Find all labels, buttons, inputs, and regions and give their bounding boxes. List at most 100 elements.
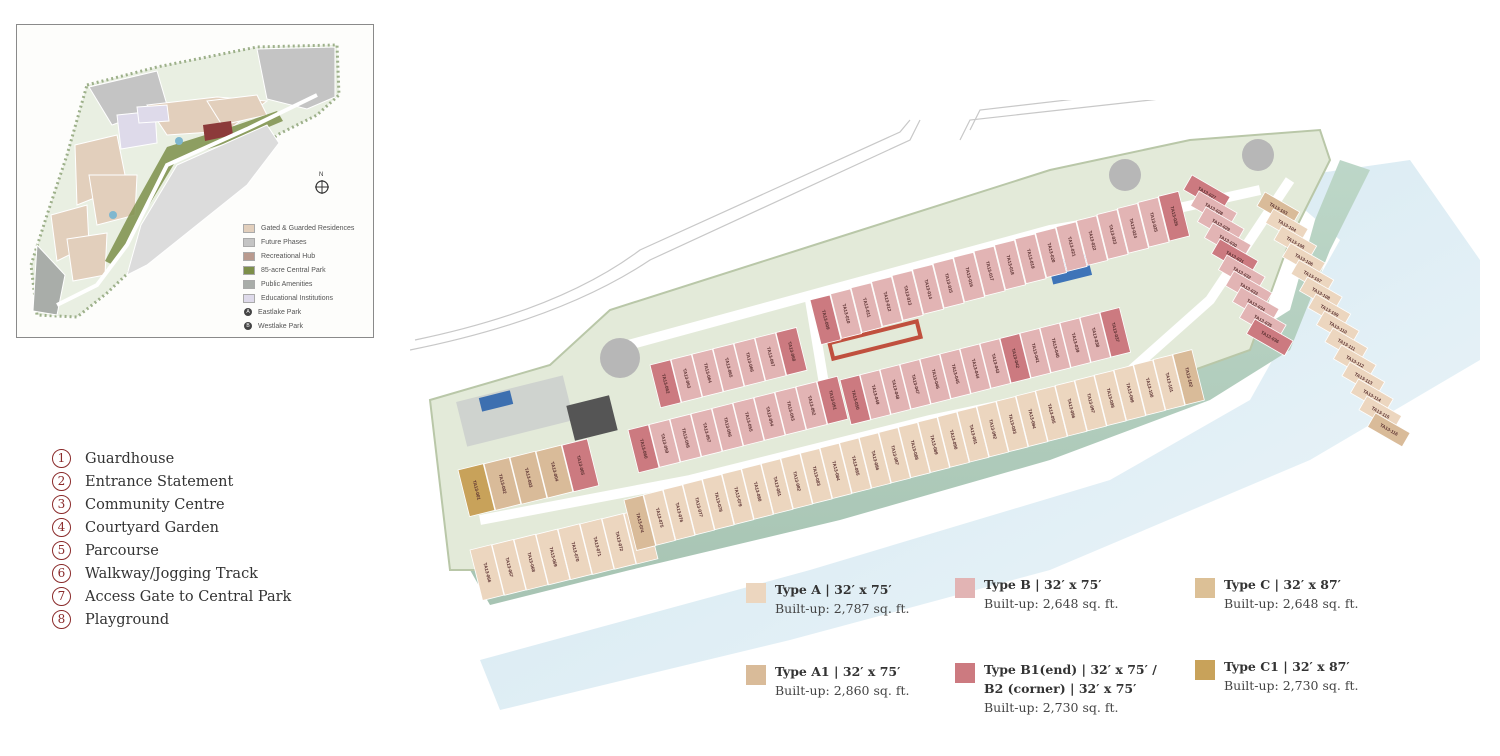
lot-label: TA13-059 <box>660 433 670 454</box>
inset-lake <box>175 137 183 145</box>
legend-swatch <box>243 251 255 261</box>
lot-014: TA13-014 <box>912 264 945 315</box>
lot-label: TA13-017 <box>985 261 995 282</box>
lot-label: TA13-089 <box>929 434 939 455</box>
lot-label: TA13-095 <box>1047 403 1057 424</box>
poi-number-badge: 2 <box>52 472 71 491</box>
lot-060: TA13-060 <box>627 424 660 474</box>
lot-021: TA13-021 <box>1055 221 1088 272</box>
lot-label: TA13-041 <box>1031 343 1041 364</box>
lot-022: TA13-022 <box>1076 215 1109 266</box>
legend-swatch <box>243 279 255 289</box>
lake-water <box>480 160 1480 710</box>
lot-label: TA13-102 <box>1184 367 1194 388</box>
lot-plot <box>491 538 527 596</box>
poi-number-badge: 5 <box>52 541 71 560</box>
lot-label: TA13-090 <box>949 429 959 450</box>
lot-label: TA13-067 <box>766 346 776 367</box>
outer-road-line <box>410 119 921 351</box>
roundabout <box>600 338 640 378</box>
lot-095: TA13-095 <box>1035 385 1068 442</box>
lot-plot <box>1019 327 1052 379</box>
jogging-track <box>826 318 924 362</box>
unit-type-builtup: Built-up: 2,730 sq. ft. <box>1224 678 1359 693</box>
lot-label: TA13-080 <box>753 481 763 502</box>
inset-main-road <box>56 93 318 307</box>
lot-label: TA13-094 <box>1027 408 1037 429</box>
lot-067: TA13-067 <box>754 332 787 382</box>
lot-label: TA13-072 <box>614 531 624 552</box>
lot-plot <box>601 512 637 570</box>
lot-077: TA13-077 <box>682 479 715 536</box>
lot-label: TA13-085 <box>851 455 861 476</box>
roundabout <box>1109 159 1141 191</box>
poi-label: Parcourse <box>85 542 159 559</box>
lot-plot <box>754 332 787 382</box>
lot-plot <box>859 369 892 420</box>
lot-label: TA13-016 <box>964 267 974 288</box>
lot-plot <box>917 416 951 473</box>
lot-010: TA13-010 <box>830 288 863 340</box>
lot-042: TA13-042 <box>999 333 1032 384</box>
lot-label: TA13-088 <box>910 440 920 461</box>
lot-label: TA13-024 <box>1128 218 1138 239</box>
inset-legend-label: Educational Institutions <box>261 294 333 302</box>
unit-type-name: Type A1 | 32′ x 75′ <box>775 664 901 679</box>
lot-label: TA13-023 <box>1108 224 1118 245</box>
lot-plot <box>878 427 911 484</box>
lot-label: TA13-047 <box>911 374 921 395</box>
lot-052: TA13-052 <box>795 381 828 430</box>
lot-plot <box>712 343 745 392</box>
unit-type-swatch <box>1195 578 1215 598</box>
lot-047: TA13-047 <box>899 359 932 410</box>
lot-plot <box>871 276 904 327</box>
lot-label: TA13-083 <box>812 466 822 487</box>
lot-076: TA13-076 <box>662 484 696 541</box>
lot-label: TA13-050 <box>851 389 861 410</box>
lot-plot <box>557 523 593 581</box>
lot-068: TA13-068 <box>775 327 808 376</box>
inset-recreational-hub <box>203 121 233 141</box>
lot-011: TA13-011 <box>850 282 883 333</box>
lot-050: TA13-050 <box>839 374 872 426</box>
lot-plot <box>830 288 863 340</box>
lot-081: TA13-081 <box>760 458 794 515</box>
lot-plot <box>1099 307 1132 358</box>
lot-plot <box>937 411 970 468</box>
poi-label: Playground <box>85 611 170 628</box>
lot-label: TA13-079 <box>733 486 743 507</box>
lot-label: TA13-069 <box>548 547 558 568</box>
lot-label: TA13-099 <box>1125 382 1135 403</box>
inset-legend-label: Recreational Hub <box>261 252 316 260</box>
lot-100: TA13-100 <box>1133 359 1166 416</box>
lot-plot <box>1039 322 1072 374</box>
lot-plot <box>799 447 833 505</box>
lot-070: TA13-070 <box>557 523 593 581</box>
lot-plot <box>1245 318 1294 357</box>
lot-plot <box>995 395 1029 453</box>
lot-label: TA13-078 <box>714 492 724 513</box>
lot-116: TA13-116 <box>1366 412 1411 448</box>
lot-046: TA13-046 <box>919 353 952 405</box>
lot-label: TA13-012 <box>882 291 892 312</box>
lot-label: TA13-040 <box>1051 337 1061 358</box>
lot-012: TA13-012 <box>871 276 904 327</box>
lot-058: TA13-058 <box>669 413 702 463</box>
lot-037: TA13-037 <box>1099 307 1132 358</box>
lot-071: TA13-071 <box>579 518 615 575</box>
lot-plot <box>1096 209 1129 260</box>
lot-plot <box>1366 412 1411 448</box>
lot-label: TA13-093 <box>1008 414 1018 435</box>
poi-label: Access Gate to Central Park <box>85 588 292 605</box>
poi-number-badge: 6 <box>52 564 71 583</box>
lot-label: TA13-077 <box>694 497 704 518</box>
lot-068: TA13-068 <box>513 533 549 591</box>
lot-098: TA13-098 <box>1093 369 1127 427</box>
lot-plot <box>513 533 549 591</box>
inset-legend-item: 85-acre Central Park <box>243 263 354 277</box>
inset-legend-label: Future Phases <box>261 238 307 246</box>
lot-plot <box>627 424 660 474</box>
lot-019: TA13-019 <box>1014 233 1047 285</box>
lot-plot <box>1152 354 1186 411</box>
